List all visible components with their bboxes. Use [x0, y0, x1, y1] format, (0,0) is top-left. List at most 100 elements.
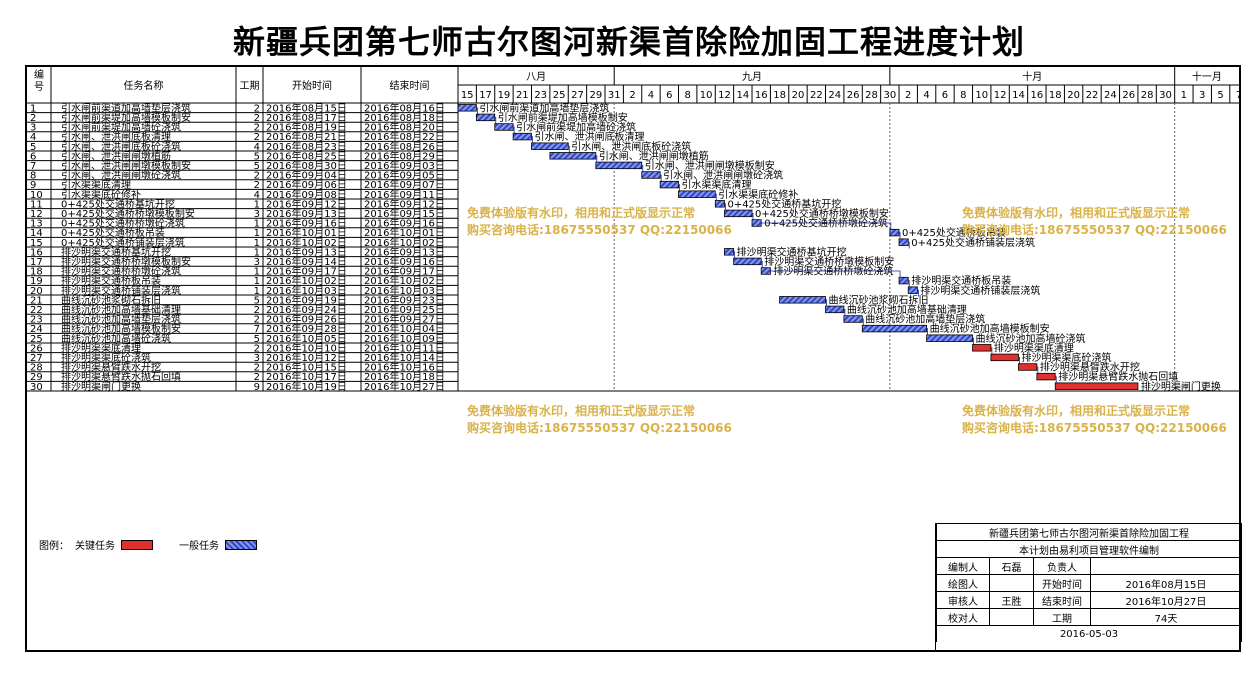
bar-label: 曲线沉砂池加高墙砼浇筑: [976, 332, 1086, 345]
info-start-label: 开始时间: [1032, 574, 1091, 592]
task-name: 排沙明渠交通桥桥墩模板制安: [61, 255, 191, 268]
task-name: 引水闸、泄洪闸闸墩植筋: [61, 149, 171, 162]
day-tick-5: 25: [553, 90, 566, 101]
info-checker-label: 校对人: [936, 608, 990, 626]
dependency-arrow: [568, 145, 570, 153]
task-start: 2016年10月19日: [266, 380, 347, 393]
task-name: 曲线沉砂池加高墙砼浇筑: [61, 332, 171, 345]
critical-task-bar: [1054, 382, 1139, 390]
dependency-arrow: [513, 126, 515, 134]
task-duration: 2: [254, 180, 260, 191]
bar-label: 引水闸前渠道加高墙垫层浇筑: [479, 101, 609, 114]
task-end: 2016年09月16日: [364, 217, 445, 230]
task-end: 2016年10月16日: [364, 361, 445, 374]
task-name: 排沙明渠交通桥基坑开挖: [61, 245, 171, 258]
task-duration: 1: [254, 199, 260, 210]
critical-task-bar: [1018, 363, 1038, 371]
task-duration: 2: [254, 132, 260, 143]
task-end: 2016年08月26日: [364, 140, 445, 153]
info-software: 本计划由易利项目管理软件编制: [936, 540, 1242, 558]
task-duration: 2: [254, 372, 260, 383]
task-end: 2016年10月03日: [364, 284, 445, 297]
dependency-arrow: [908, 280, 910, 287]
normal-task-bar: [641, 171, 661, 179]
task-id: 5: [30, 142, 36, 153]
task-name: 排沙明渠悬臂跌水开挖: [61, 361, 161, 374]
bar-label: 0+425处交通桥桥墩模板制安: [755, 207, 889, 220]
task-name: 曲线沉砂池加高墙基础清理: [61, 303, 181, 316]
normal-task-bar: [898, 276, 909, 285]
task-duration: 2: [254, 305, 260, 316]
task-id: 14: [30, 228, 43, 239]
dependency-arrow: [715, 193, 717, 201]
task-id: 3: [30, 123, 36, 134]
normal-task-bar: [926, 334, 973, 342]
task-duration: 3: [254, 353, 260, 364]
day-tick-40: 3: [1199, 90, 1205, 101]
dependency-arrow: [917, 289, 919, 297]
dependency-arrow: [825, 299, 827, 307]
task-id: 7: [30, 161, 36, 172]
normal-task-bar: [843, 315, 863, 323]
dependency-arrow: [926, 328, 928, 335]
day-tick-2: 19: [498, 90, 511, 101]
day-tick-4: 23: [534, 90, 547, 101]
task-id: 9: [30, 180, 36, 191]
watermark-line2: 购买咨询电话:18675550537 QQ:22150066: [467, 420, 732, 435]
dependency-arrow: [899, 232, 901, 239]
bar-label: 曲线沉砂池浆砌石拆旧: [829, 293, 929, 306]
task-end: 2016年10月11日: [364, 341, 445, 354]
task-end: 2016年09月27日: [364, 313, 445, 326]
task-duration: 2: [254, 171, 260, 182]
task-start: 2016年08月30日: [266, 159, 347, 172]
day-tick-24: 2: [905, 90, 911, 101]
legend-critical-swatch: [121, 539, 153, 550]
task-name: 0+425处交通桥基坑开挖: [61, 197, 175, 210]
dependency-arrow: [641, 165, 644, 172]
task-start: 2016年09月12日: [266, 197, 347, 210]
task-start: 2016年08月17日: [266, 111, 347, 124]
bar-label: 排沙明渠悬臂跌水开挖: [1040, 361, 1140, 374]
task-name: 排沙明渠交通桥桥墩砼浇筑: [61, 265, 181, 278]
task-duration: 4: [254, 190, 260, 201]
day-tick-16: 16: [755, 90, 768, 101]
day-tick-19: 22: [810, 90, 823, 101]
dependency-arrow: [990, 347, 993, 355]
task-end: 2016年10月02日: [364, 274, 445, 287]
task-start: 2016年10月02日: [266, 236, 347, 249]
bar-label: 引水闸、泄洪闸底板砼浇筑: [571, 140, 691, 153]
bar-label: 排沙明渠渠底清理: [994, 341, 1074, 354]
normal-task-bar: [724, 248, 735, 256]
task-start: 2016年10月17日: [266, 370, 347, 383]
task-id: 25: [30, 334, 43, 345]
task-end: 2016年10月04日: [364, 322, 445, 335]
task-end: 2016年09月16日: [364, 255, 445, 268]
task-duration: 1: [254, 267, 260, 278]
normal-task-bar: [724, 209, 753, 218]
dependency-arrow: [908, 241, 910, 249]
day-tick-25: 4: [923, 90, 929, 101]
day-tick-9: 2: [629, 90, 635, 101]
watermark-line1: 免费体验版有水印，相用和正式版显示正常: [467, 205, 695, 220]
task-end: 2016年09月17日: [364, 265, 445, 278]
task-name: 排沙明渠闸门更换: [61, 380, 141, 393]
task-name: 引水闸、泄洪闸底板清理: [61, 130, 171, 143]
dependency-arrow: [476, 107, 478, 115]
task-id: 27: [30, 353, 43, 364]
dependency-arrow: [862, 318, 864, 326]
task-id: 26: [30, 343, 43, 354]
normal-task-bar: [907, 286, 918, 294]
task-name: 引水闸前渠道加高墙垫层浇筑: [61, 101, 191, 114]
day-tick-7: 29: [589, 90, 602, 101]
day-tick-17: 18: [773, 90, 786, 101]
task-name: 曲线沉砂池浆砌石拆旧: [61, 293, 161, 306]
task-duration: 1: [254, 247, 260, 258]
task-duration: 3: [254, 257, 260, 268]
task-name: 排沙明渠悬臂跌水抛石回填: [61, 370, 181, 383]
task-id: 20: [30, 286, 43, 297]
normal-task-bar: [475, 113, 496, 122]
task-duration: 2: [254, 113, 260, 124]
task-duration: 4: [254, 142, 260, 153]
watermark-line2: 购买咨询电话:18675550537 QQ:22150066: [962, 420, 1227, 435]
